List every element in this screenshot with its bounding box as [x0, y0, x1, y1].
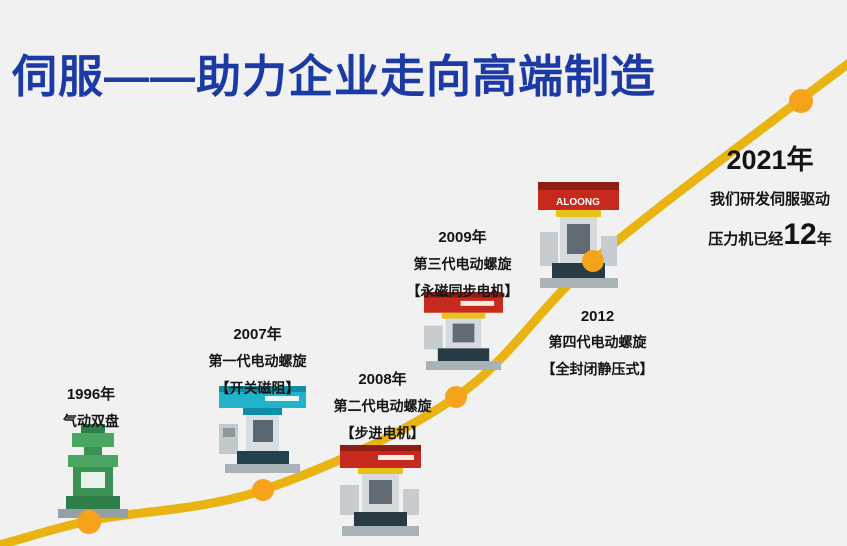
milestone-sub: 【步进电机】	[340, 425, 425, 441]
finale-line2-prefix: 压力机已经	[708, 231, 784, 248]
timeline-dot-2021	[789, 89, 813, 113]
finale-line2: 压力机已经12年	[695, 220, 845, 250]
milestone-year: 1996年	[66, 386, 116, 403]
machine-2008-press	[340, 445, 421, 536]
machine-2012-press: ALOONG	[538, 182, 619, 288]
milestone-sub: 【全封闭静压式】	[541, 361, 654, 377]
milestone-label: 气动双盘	[63, 413, 119, 429]
milestone-label: 第二代电动螺旋	[333, 398, 432, 414]
machine-2009-press	[423, 292, 504, 371]
milestone-2007: 2007年 第一代电动螺旋 【开关磁阻】	[185, 323, 330, 398]
milestone-year: 2007年	[233, 326, 282, 343]
machine-1996-press	[58, 424, 128, 518]
press-machine-graphic	[219, 386, 306, 473]
finale-year: 2021年	[726, 145, 814, 175]
timeline-dot-1996	[77, 510, 101, 534]
milestone-year: 2012	[580, 308, 615, 325]
milestone-label: 第四代电动螺旋	[548, 334, 647, 350]
timeline-dot-2007	[252, 479, 274, 501]
milestone-sub: 【开关磁阻】	[215, 380, 300, 396]
press-machine-graphic	[423, 292, 504, 371]
timeline-dot-2012	[582, 250, 604, 272]
milestone-label: 第三代电动螺旋	[413, 256, 512, 272]
machine-brand-label: ALOONG	[556, 197, 600, 208]
finale-line2-suffix: 年	[816, 231, 832, 248]
milestone-2012: 2012 第四代电动螺旋 【全封闭静压式】	[520, 308, 675, 379]
page-title: 伺服——助力企业走向高端制造	[12, 51, 657, 102]
machine-2007-press	[219, 386, 306, 473]
finale-line1: 我们研发伺服驱动	[709, 191, 830, 208]
press-machine-graphic	[58, 424, 128, 518]
milestone-sub: 【永磁同步电机】	[406, 283, 519, 299]
press-machine-graphic	[340, 445, 421, 536]
finale-years-count: 12	[783, 218, 817, 251]
timeline-dot-2008	[445, 386, 467, 408]
milestone-2009: 2009年 第三代电动螺旋 【永磁同步电机】	[385, 226, 540, 301]
milestone-2021: 2021年 我们研发伺服驱动 压力机已经12年	[695, 138, 845, 250]
milestone-2008: 2008年 第二代电动螺旋 【步进电机】	[310, 368, 455, 443]
milestone-year: 2009年	[438, 229, 487, 246]
milestone-1996: 1996年 气动双盘	[30, 383, 152, 431]
press-machine-graphic: ALOONG	[538, 182, 619, 288]
milestone-year: 2008年	[358, 371, 407, 388]
milestone-label: 第一代电动螺旋	[208, 353, 307, 369]
